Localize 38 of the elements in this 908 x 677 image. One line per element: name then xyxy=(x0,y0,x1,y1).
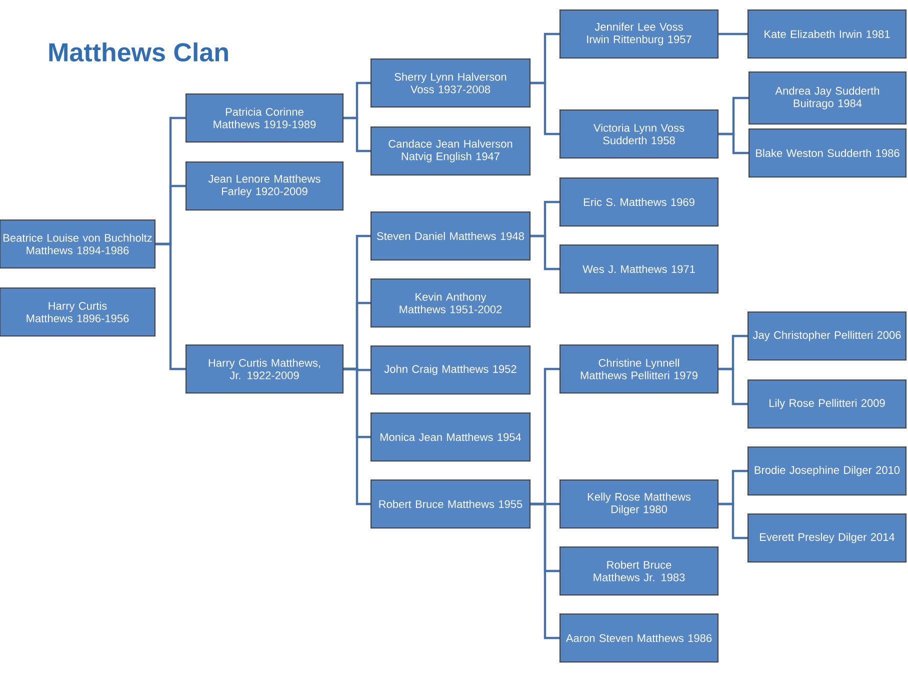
connector-line xyxy=(344,368,370,506)
person-box: Everett Presley Dilger 2014 xyxy=(748,514,906,562)
title: Matthews Clan xyxy=(49,42,228,62)
person-box: Robert Bruce Matthews 1955 xyxy=(370,480,530,528)
person-box: Wes J. Matthews 1971 xyxy=(560,244,718,294)
person-box: Aaron Steven Matthews 1986 xyxy=(560,614,718,662)
connector-line xyxy=(718,132,748,154)
person-box: Jay Christopher Pellitteri 2006 xyxy=(748,312,906,360)
connector-line xyxy=(344,116,370,152)
person-box: Harry Curtis Matthews 1896-1956 xyxy=(0,288,156,336)
person-box: Steven Daniel Matthews 1948 xyxy=(370,212,530,260)
person-box: Kelly Rose Matthews Dilger 1980 xyxy=(560,480,718,528)
person-box: Robert Bruce Matthews Jr. 1983 xyxy=(560,546,718,596)
person-box: Beatrice Louise von Buchholtz Matthews 1894-1986 xyxy=(0,220,156,268)
person-box: Brodie Josephine Dilger 2010 xyxy=(748,446,906,496)
person-box: Blake Weston Sudderth 1986 xyxy=(748,128,906,178)
connector-line xyxy=(718,32,748,36)
person-box: Andrea Jay Sudderth Buitrago 1984 xyxy=(748,72,906,124)
person-box: Candace Jean Halverson Natvig English 1947 xyxy=(370,126,530,176)
person-box: John Craig Matthews 1952 xyxy=(370,346,530,394)
connector-line xyxy=(718,502,748,540)
connector-line xyxy=(530,502,560,640)
person-box: Christine Lynnell Matthews Pellitteri 1979 xyxy=(560,344,718,394)
person-box: Eric S. Matthews 1969 xyxy=(560,178,718,226)
person-box: Lily Rose Pellitteri 2009 xyxy=(748,380,906,428)
person-box: Jennifer Lee Voss Irwin Rittenburg 1957 xyxy=(560,10,718,58)
person-box: Victoria Lynn Voss Sudderth 1958 xyxy=(560,110,718,158)
person-box: Monica Jean Matthews 1954 xyxy=(370,412,530,462)
person-box: Kevin Anthony Matthews 1951-2002 xyxy=(370,278,530,328)
person-box: Harry Curtis Matthews, Jr. 1922-2009 xyxy=(186,344,344,394)
person-box: Jean Lenore Matthews Farley 1920-2009 xyxy=(186,162,344,210)
person-box: Sherry Lynn Halverson Voss 1937-2008 xyxy=(370,58,530,108)
connector-line xyxy=(530,82,560,136)
connector-line xyxy=(530,234,560,270)
connector-line xyxy=(718,368,748,406)
person-box: Patricia Corinne Matthews 1919-1989 xyxy=(186,94,344,142)
connector-line xyxy=(156,242,186,370)
person-box: Kate Elizabeth Irwin 1981 xyxy=(748,10,906,58)
